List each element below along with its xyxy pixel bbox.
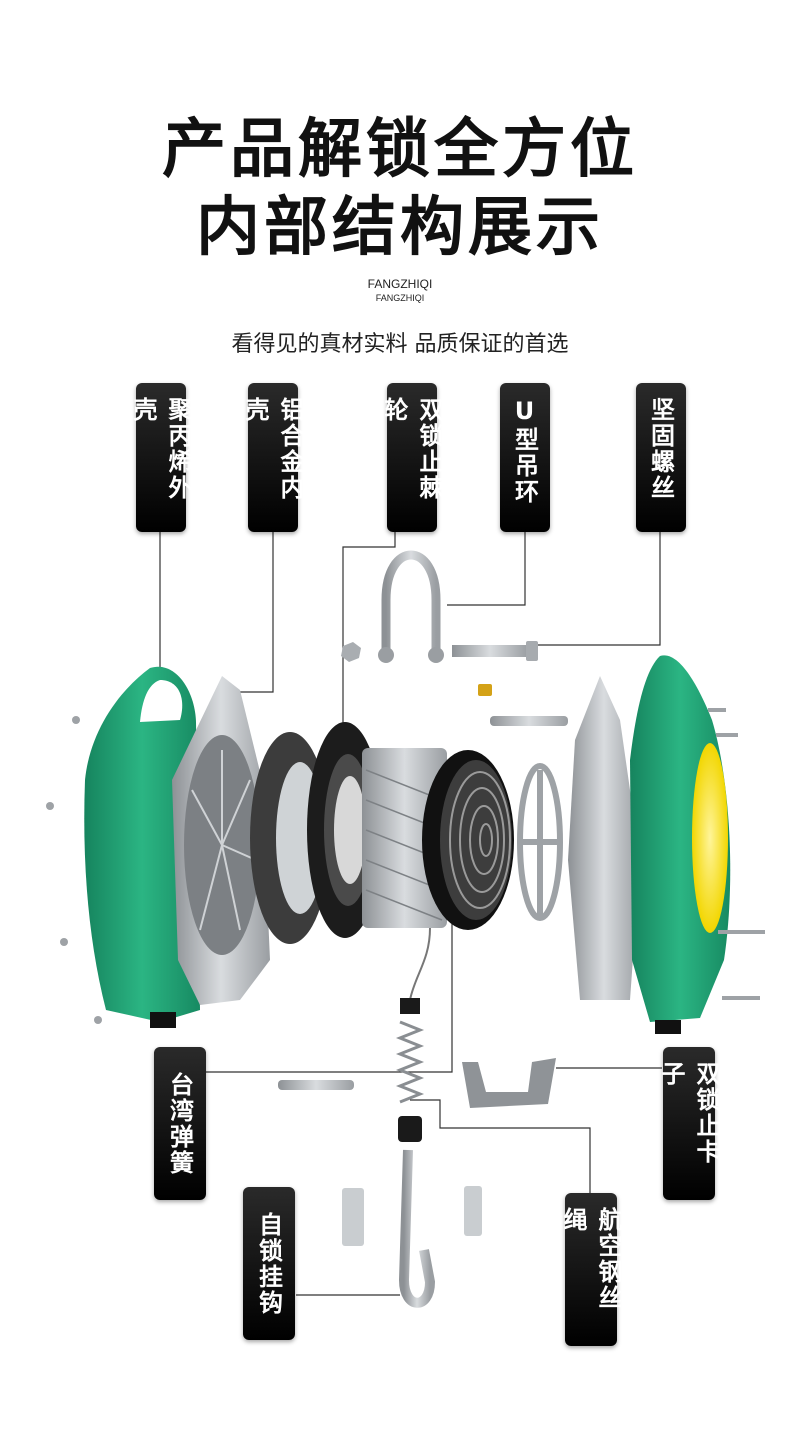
spring-pin xyxy=(278,1080,354,1090)
wire-drum xyxy=(362,748,447,928)
lock-clip xyxy=(462,1058,556,1108)
loose-screws xyxy=(46,716,102,1024)
label-outer-shell: 聚丙烯外壳 xyxy=(129,383,192,532)
label-wire: 航空钢丝绳 xyxy=(559,1193,622,1346)
tagline: 看得见的真材实料 品质保证的首选 xyxy=(231,332,569,357)
label-clip: 双锁止卡子 xyxy=(657,1047,720,1200)
spiral-spring xyxy=(422,750,514,930)
page-title-line2: 内部结构展示 xyxy=(196,191,604,265)
u-ring-shackle xyxy=(378,550,444,663)
latch-part-left xyxy=(342,1188,364,1246)
alloy-inner-shell xyxy=(172,676,270,1005)
leader-lines xyxy=(159,532,662,1296)
label-hook: 自锁挂钩 xyxy=(243,1187,295,1340)
brand-subtext: FANGZHIQI xyxy=(375,293,425,303)
long-bolt xyxy=(452,641,538,661)
page-title-line1: 产品解锁全方位 xyxy=(162,113,638,187)
brand-text: FANGZHIQI xyxy=(367,277,433,291)
label-alloy-shell: 铝合金内壳 xyxy=(241,383,304,532)
wire-spring-hook-assembly xyxy=(395,927,436,1308)
label-ratchet: 双锁止棘轮 xyxy=(380,383,443,532)
outer-shell-left xyxy=(84,666,200,1028)
latch-part-right xyxy=(464,1186,482,1236)
label-bolt: 坚固螺丝 xyxy=(636,383,686,532)
label-spring: 台湾弹簧 xyxy=(154,1047,206,1200)
outer-shell-right xyxy=(630,655,731,1034)
brass-nut xyxy=(478,684,492,696)
alloy-inner-shell-right xyxy=(568,676,640,1000)
handwheel-ring xyxy=(517,763,563,921)
pin-rod xyxy=(490,716,568,726)
hex-nut xyxy=(341,642,361,662)
label-u-ring: U型吊环 xyxy=(500,383,550,532)
long-screws xyxy=(708,708,765,1000)
